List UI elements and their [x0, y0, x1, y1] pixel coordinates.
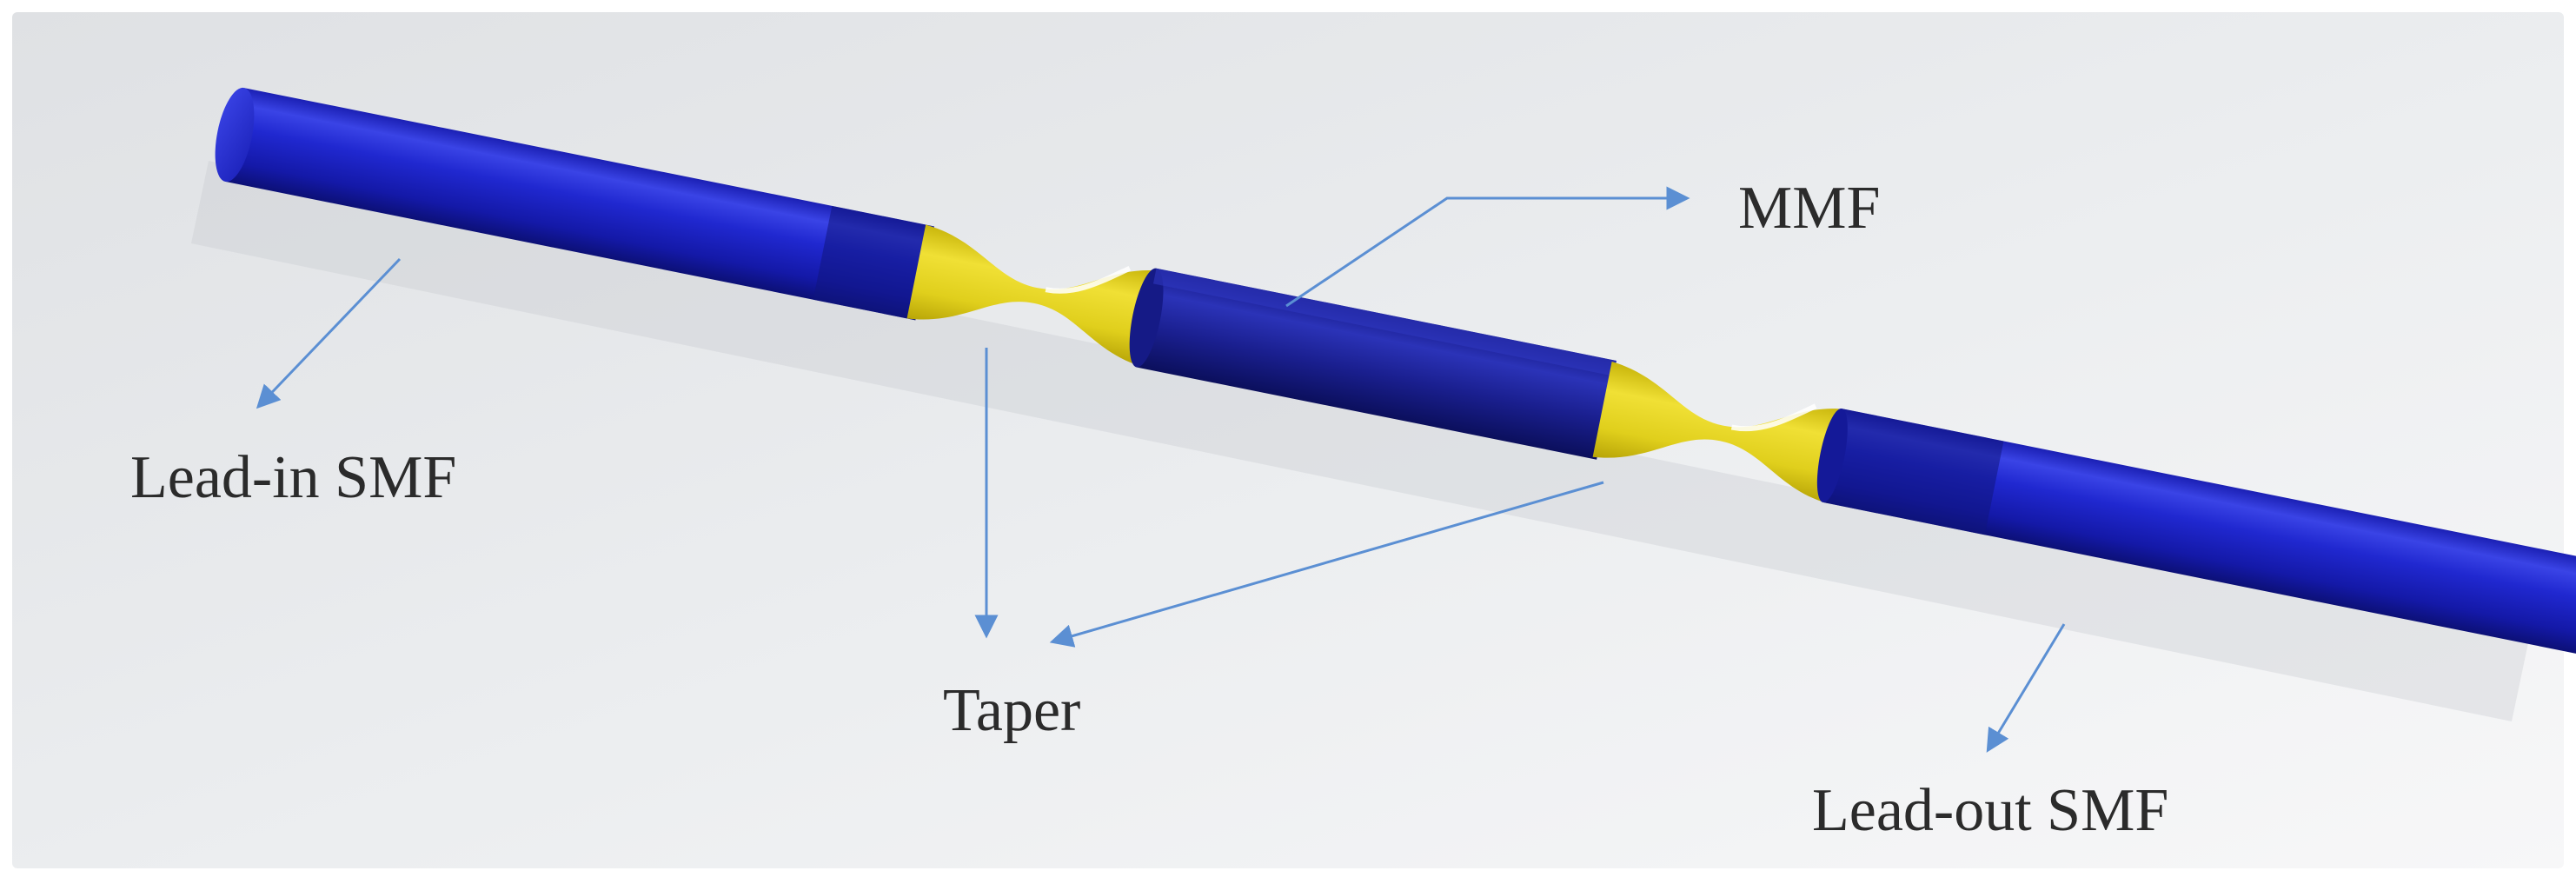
lead-in-smf — [215, 87, 934, 321]
lead-in-arrow — [256, 257, 402, 409]
mmf-section — [1129, 268, 1617, 460]
taper-arrow-2 — [1049, 481, 1604, 648]
fiber-assembly — [215, 87, 2576, 677]
label-lead-in-smf: Lead-in SMF — [130, 444, 456, 511]
lead-out-smf — [1816, 409, 2576, 677]
annotation-arrows — [256, 186, 2066, 753]
mmf-arrow — [1285, 186, 1690, 308]
lead-in-end-cap — [215, 87, 255, 183]
lead-out-arrow — [1986, 623, 2066, 753]
taper-2 — [1592, 361, 1847, 503]
taper-1 — [906, 224, 1160, 367]
label-mmf: MMF — [1738, 175, 1880, 242]
fiber-shadow — [191, 161, 2529, 721]
label-lead-out-smf: Lead-out SMF — [1812, 777, 2168, 844]
label-taper: Taper — [943, 677, 1080, 744]
